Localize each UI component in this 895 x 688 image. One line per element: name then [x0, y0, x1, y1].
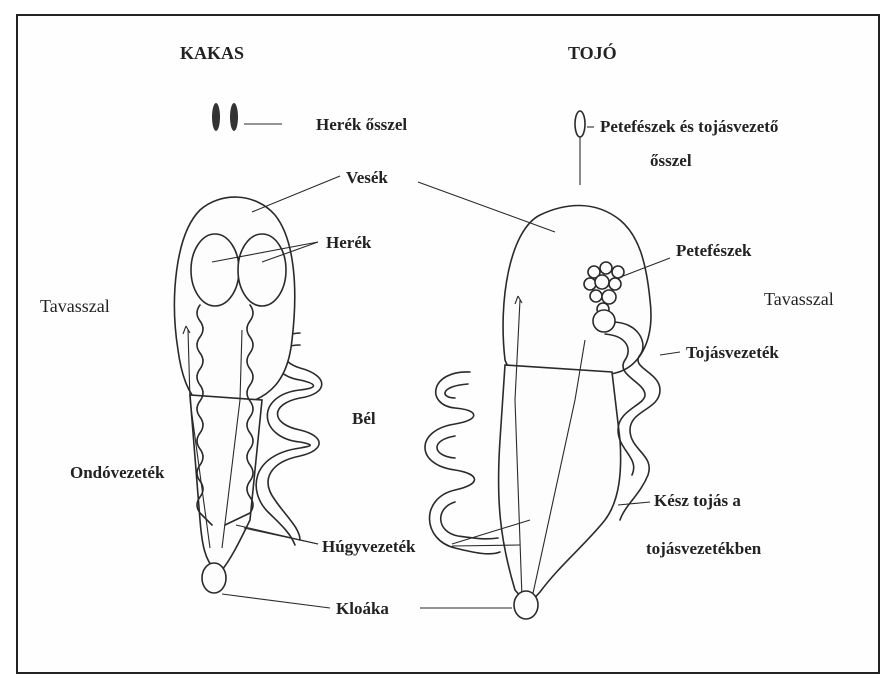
ovary-label: Petefészek [676, 241, 752, 260]
vas-deferens-label: Ondóvezeték [70, 463, 165, 482]
rooster-cloaca [202, 563, 226, 593]
hen-season-label: Tavasszal [764, 289, 834, 309]
ureter-label: Húgyvezeték [322, 537, 416, 556]
egg-label-2: tojásvezetékben [646, 539, 762, 558]
hen-title: TOJÓ [568, 42, 617, 63]
rooster-kidneys [174, 197, 294, 405]
testes-autumn-label: Herék ősszel [316, 115, 407, 134]
cloaca-label: Kloáka [336, 599, 389, 618]
testes-label: Herék [326, 233, 372, 252]
intestine-label: Bél [352, 409, 376, 428]
rooster-testis-right [238, 234, 286, 306]
rooster-title: KAKAS [180, 43, 244, 63]
ovary-autumn-label-1: Petefészek és tojásvezető [600, 117, 779, 136]
oviduct-label: Tojásvezeték [686, 343, 779, 362]
hen-cloaca [514, 591, 538, 619]
ovary-autumn-label-2: ősszel [650, 151, 692, 170]
egg-label-1: Kész tojás a [654, 491, 741, 510]
rooster-season-label: Tavasszal [40, 296, 110, 316]
testes-autumn-shape [212, 103, 282, 131]
rooster-testis-left [191, 234, 239, 306]
hen-intestine [425, 372, 500, 554]
kidneys-label: Vesék [346, 168, 388, 187]
ovary-autumn-shape [575, 111, 594, 185]
